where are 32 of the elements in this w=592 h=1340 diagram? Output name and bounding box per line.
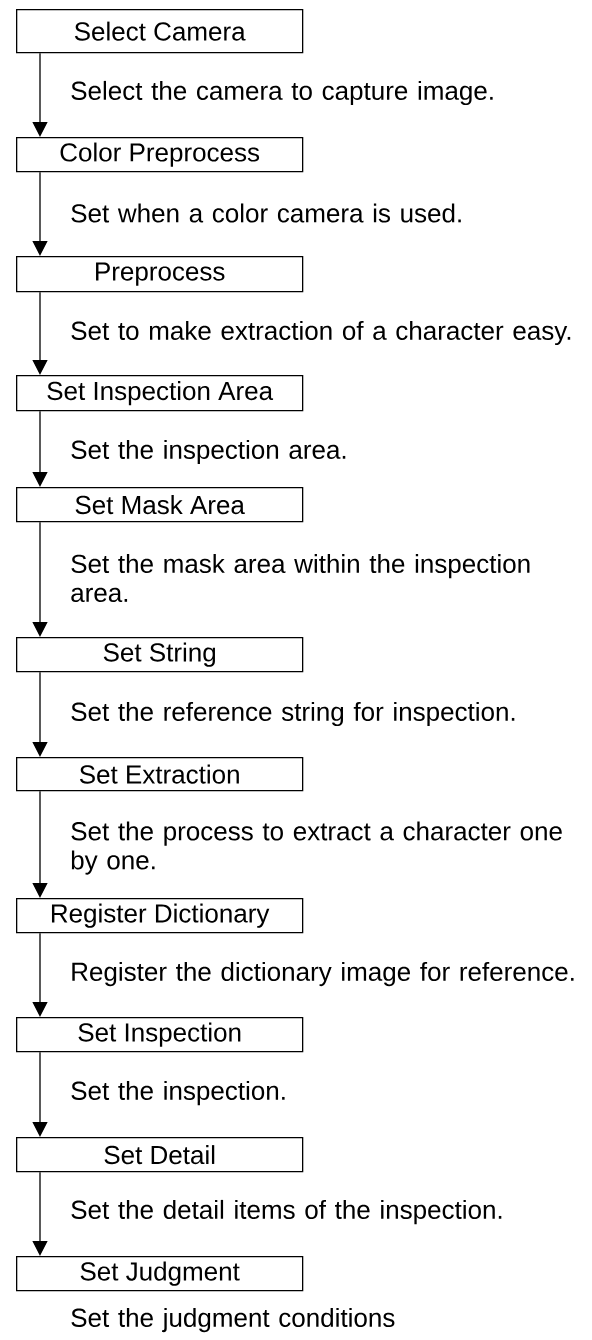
process-box: Set Detail	[16, 1137, 304, 1173]
process-box: Set String	[16, 637, 304, 673]
process-box: Register Dictionary	[16, 898, 304, 934]
process-box: Select Camera	[16, 9, 304, 54]
description-text: Set the inspection area.	[71, 439, 346, 465]
description-text: Set the mask area within the inspection area.	[71, 553, 530, 603]
description-text: Set the detail items of the inspection.	[71, 1199, 502, 1225]
arrow	[32, 790, 48, 898]
description-text: Set the process to extract a character one by one.	[71, 821, 562, 875]
description-text: Set when a color camera is used.	[71, 203, 461, 223]
process-box: Set Mask Area	[16, 487, 304, 523]
arrow	[32, 171, 48, 256]
arrow	[32, 291, 48, 375]
description-text: Set to make extraction of a character easy.	[71, 320, 571, 346]
description-text: Set the reference string for inspection.	[71, 701, 515, 727]
description-text: Set the inspection.	[71, 1080, 285, 1106]
description-text: Register the dictionary image for reference.	[72, 961, 574, 987]
arrow	[32, 52, 48, 137]
process-box: Set Extraction	[16, 757, 304, 792]
arrow	[32, 1171, 48, 1256]
process-box: Set Judgment	[16, 1256, 304, 1292]
process-box: Set Inspection Area	[16, 375, 304, 412]
arrow	[32, 671, 48, 757]
process-box: Color Preprocess	[16, 137, 304, 173]
process-box: Preprocess	[16, 256, 304, 293]
arrow	[32, 932, 48, 1017]
arrow	[32, 1051, 48, 1137]
description-text: Set the judgment conditions	[71, 1307, 395, 1333]
description-text: Select the camera to capture image.	[71, 80, 493, 106]
arrow	[32, 521, 48, 637]
process-box: Set Inspection	[16, 1017, 304, 1053]
arrow	[32, 410, 48, 487]
